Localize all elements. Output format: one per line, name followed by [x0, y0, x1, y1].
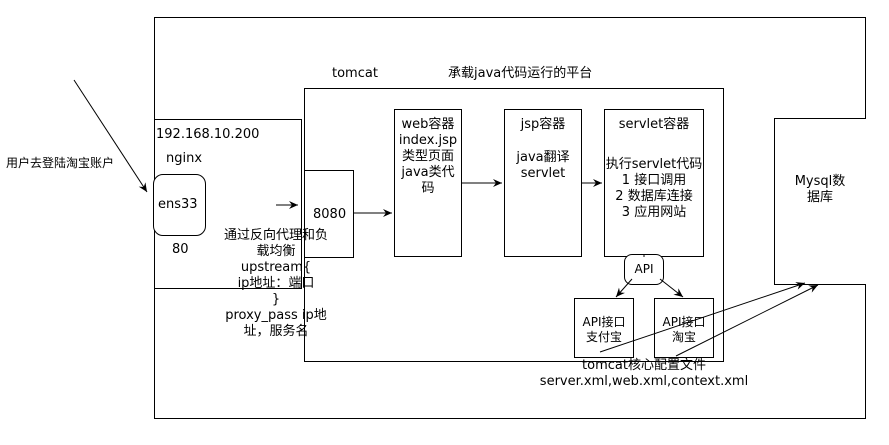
nginx-name-label: nginx [166, 151, 203, 166]
ens33-label: ens33 [158, 197, 198, 212]
ens33-interface [153, 174, 206, 236]
tomcat-platform-label: 承载java代码运行的平台 [448, 66, 593, 81]
nginx-port-label: 80 [172, 242, 189, 257]
servlet-container-title: servlet容器 [618, 117, 690, 132]
nginx-box [154, 119, 302, 289]
servlet-container-body: 执行servlet代码 1 接口调用 2 数据库连接 3 应用网站 [605, 157, 703, 220]
api-taobao-label: API接口 淘宝 [662, 315, 706, 344]
jsp-container-title: jsp容器 [520, 117, 566, 132]
jsp-container-box [504, 109, 582, 257]
proxy-note: 通过反向代理和负 载均衡 upstream{ ip地址：端口 } proxy_p… [223, 228, 328, 339]
nginx-ip-label: 192.168.10.200 [156, 127, 260, 142]
api-to-taobao-arrow [659, 278, 684, 298]
port-8080-label: 8080 [313, 207, 347, 222]
api-taobao-box [654, 298, 714, 358]
api-label: API [634, 262, 654, 276]
web-container-label: web容器 index.jsp 类型页面 java类代 码 [398, 117, 458, 196]
user-arrow [73, 79, 148, 193]
taobao-to-mysql-arrow [675, 284, 819, 357]
web-container-box [394, 109, 462, 257]
alipay-to-mysql-arrow [599, 282, 806, 353]
api-alipay-label: API接口 支付宝 [582, 315, 626, 344]
api-alipay-box [574, 298, 634, 358]
port-8080-box [304, 170, 354, 258]
servlet-container-box [604, 109, 704, 257]
mysql-box [774, 118, 866, 285]
mysql-label: Mysql数 据库 [794, 174, 846, 205]
api-to-alipay-arrow [615, 278, 633, 298]
config-note: tomcat核心配置文件 server.xml,web.xml,context.… [539, 358, 749, 389]
jsp-container-body: java翻译 servlet [516, 150, 570, 181]
user-login-label: 用户去登陆淘宝账户 [6, 156, 115, 170]
tomcat-title: tomcat [332, 66, 378, 81]
